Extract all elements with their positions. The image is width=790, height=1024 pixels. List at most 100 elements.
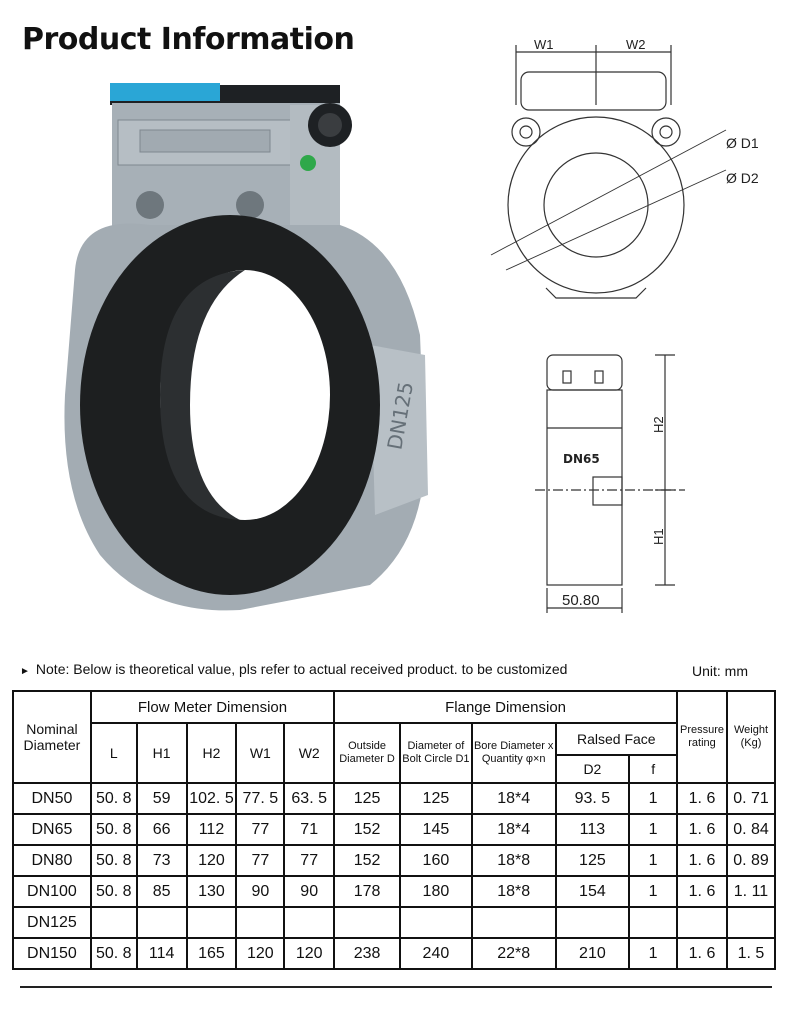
table-cell: 120 — [235, 937, 286, 970]
note-text: Note: Below is theoretical value, pls re… — [35, 661, 568, 677]
table-cell: 1. 11 — [725, 875, 777, 908]
header-w2: W2 — [283, 722, 336, 784]
table-cell — [470, 906, 557, 939]
table-cell: 0. 71 — [725, 782, 777, 815]
table-cell: 22*8 — [470, 937, 557, 970]
table-cell: 154 — [554, 875, 631, 908]
table-cell — [135, 906, 188, 939]
table-cell: 90 — [235, 875, 286, 908]
table-cell: 145 — [398, 813, 473, 846]
table-cell: 120 — [185, 844, 238, 877]
front-view-drawing: W1 W2 Ø D1 Ø D2 — [490, 37, 759, 299]
h2-label: H2 — [651, 416, 666, 433]
table-cell: 50. 8 — [89, 782, 138, 815]
table-cell: 210 — [554, 937, 631, 970]
approval-sticker — [300, 155, 316, 171]
table-cell: 18*8 — [470, 844, 557, 877]
table-cell: 90 — [283, 875, 336, 908]
table-cell: 1. 5 — [725, 937, 777, 970]
header-weight: Weight (Kg) — [725, 690, 777, 784]
table-cell: 77 — [283, 844, 336, 877]
table-cell: 125 — [333, 782, 401, 815]
table-cell: 85 — [135, 875, 188, 908]
table-cell: 50. 8 — [89, 875, 138, 908]
header-l: L — [89, 722, 138, 784]
table-cell: 71 — [283, 813, 336, 846]
header-nominal: Nominal Diameter — [12, 690, 92, 784]
table-cell: 1. 6 — [676, 813, 728, 846]
header-pressure: Pressure rating — [676, 690, 728, 784]
nominal-diameter-cell: DN150 — [12, 937, 92, 970]
nominal-diameter-cell: DN65 — [12, 813, 92, 846]
header-bolt: Diameter of Bolt Circle D1 — [398, 722, 473, 784]
table-cell: 180 — [398, 875, 473, 908]
d2-label: Ø D2 — [726, 170, 759, 186]
triangle-bullet-icon: ► — [20, 666, 30, 677]
table-cell: 18*8 — [470, 875, 557, 908]
table-cell: 50. 8 — [89, 813, 138, 846]
header-bore: Bore Diameter x Quantity φ×n — [470, 722, 557, 784]
table-cell: 77 — [235, 844, 286, 877]
table-cell: 113 — [554, 813, 631, 846]
table-cell: 1 — [628, 782, 679, 815]
table-cell: 1 — [628, 875, 679, 908]
table-cell: 50. 8 — [89, 937, 138, 970]
header-flow-group: Flow Meter Dimension — [89, 690, 336, 724]
header-h1: H1 — [135, 722, 188, 784]
table-cell: 178 — [333, 875, 401, 908]
table-cell: 18*4 — [470, 782, 557, 815]
nominal-diameter-cell: DN100 — [12, 875, 92, 908]
table-cell: 50. 8 — [89, 844, 138, 877]
table-cell: 66 — [135, 813, 188, 846]
table-cell: 112 — [185, 813, 238, 846]
table-cell — [725, 906, 777, 939]
table-cell — [333, 906, 401, 939]
table-cell — [628, 906, 679, 939]
width-dimension: 50.80 — [562, 592, 600, 609]
table-cell — [554, 906, 631, 939]
table-cell: 0. 89 — [725, 844, 777, 877]
table-cell: 1. 6 — [676, 937, 728, 970]
table-cell: 1 — [628, 813, 679, 846]
table-cell: 160 — [398, 844, 473, 877]
table-cell: 93. 5 — [554, 782, 631, 815]
table-cell — [185, 906, 238, 939]
nominal-diameter-cell: DN80 — [12, 844, 92, 877]
header-outside: Outside Diameter D — [333, 722, 401, 784]
header-w1: W1 — [235, 722, 286, 784]
table-cell: 238 — [333, 937, 401, 970]
w1-label: W1 — [534, 37, 554, 52]
table-cell: 18*4 — [470, 813, 557, 846]
d1-label: Ø D1 — [726, 135, 759, 151]
table-cell — [235, 906, 286, 939]
table-cell: 1. 6 — [676, 844, 728, 877]
table-cell: 63. 5 — [283, 782, 336, 815]
table-cell: 152 — [333, 813, 401, 846]
table-cell: 125 — [398, 782, 473, 815]
nominal-diameter-cell: DN125 — [12, 906, 92, 939]
table-cell: 77. 5 — [235, 782, 286, 815]
table-cell: 240 — [398, 937, 473, 970]
page-title: Product Information — [22, 22, 355, 57]
table-cell: 59 — [135, 782, 188, 815]
h1-label: H1 — [651, 528, 666, 545]
nominal-diameter-cell: DN50 — [12, 782, 92, 815]
table-cell — [398, 906, 473, 939]
table-cell: 120 — [283, 937, 336, 970]
table-cell: 1 — [628, 844, 679, 877]
header-flange-group: Flange Dimension — [333, 690, 679, 724]
product-photo: DN125 — [64, 83, 428, 611]
table-cell: 165 — [185, 937, 238, 970]
blue-cover — [110, 83, 220, 101]
side-marking: DN65 — [563, 452, 600, 466]
table-cell: 73 — [135, 844, 188, 877]
table-cell — [676, 906, 728, 939]
table-cell — [89, 906, 138, 939]
bore-opening — [160, 270, 330, 520]
